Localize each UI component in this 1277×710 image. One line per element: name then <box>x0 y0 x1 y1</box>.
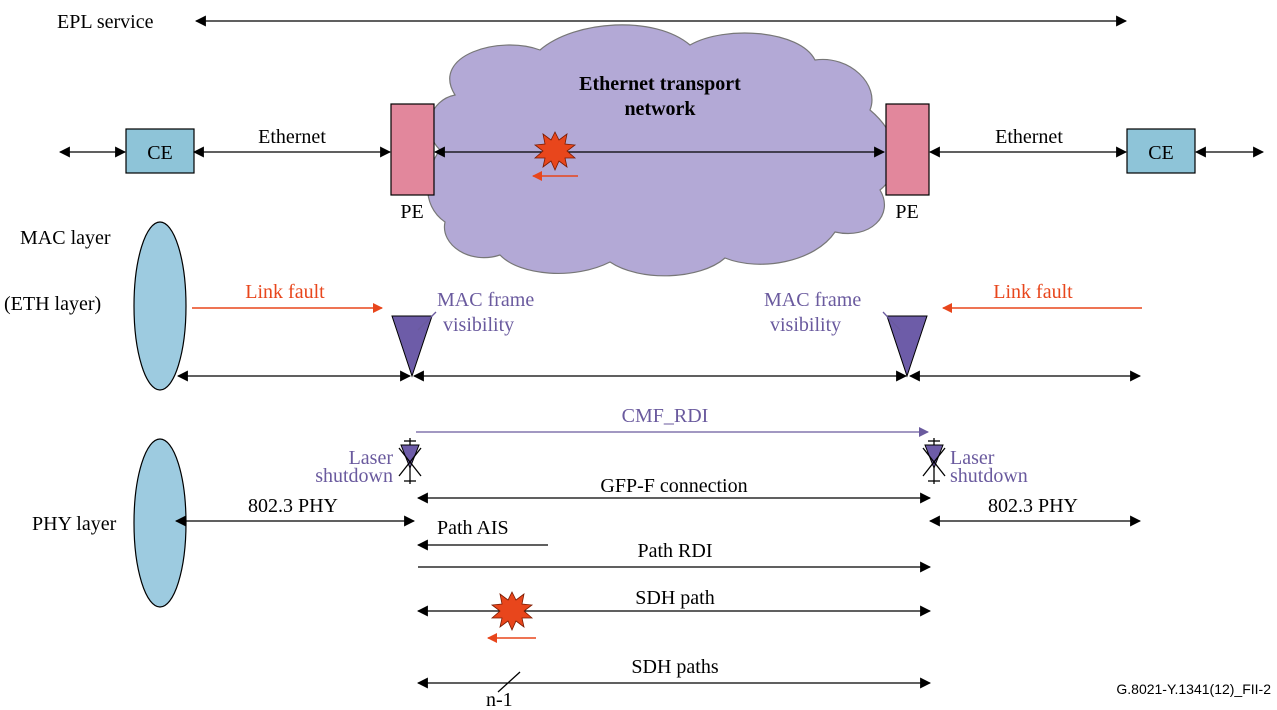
laser-left-line2: shutdown <box>315 465 393 487</box>
laser-right-line1: Laser <box>950 447 995 469</box>
sdh-fault-star-icon <box>490 591 534 631</box>
pe-right-label: PE <box>895 201 918 223</box>
mac-frame-right-line1: MAC frame <box>764 289 861 311</box>
phy-layer-oval <box>133 438 187 608</box>
ce-left-box <box>125 128 195 174</box>
sdh-paths-slash <box>497 671 521 693</box>
n-minus-1-label: n-1 <box>486 689 513 710</box>
mac-layer-oval <box>133 221 187 391</box>
gfp-connection-label: GFP-F connection <box>600 475 747 497</box>
ce-right-box <box>1126 128 1196 174</box>
link-fault-right-label: Link fault <box>993 281 1073 303</box>
ce-right-label: CE <box>1148 142 1174 164</box>
sdh-paths-label: SDH paths <box>631 656 718 678</box>
ethernet-right-label: Ethernet <box>995 126 1063 148</box>
fault-star-icon <box>533 131 577 171</box>
figure-id: G.8021-Y.1341(12)_FII-2 <box>1116 681 1271 697</box>
path-rdi-label: Path RDI <box>638 540 713 562</box>
epl-service-label: EPL service <box>57 11 154 33</box>
phy-right-label: 802.3 PHY <box>988 495 1078 517</box>
mac-frame-left-pointer <box>417 311 437 331</box>
phy-left-label: 802.3 PHY <box>248 495 338 517</box>
laser-shutdown-right-icon <box>922 438 946 484</box>
eth-layer-label: (ETH layer) <box>4 293 101 315</box>
mac-frame-left-line2: visibility <box>443 314 514 336</box>
cloud-label-line2: network <box>624 98 696 120</box>
laser-shutdown-left-icon <box>398 438 422 484</box>
pe-left-label: PE <box>400 201 423 223</box>
ethernet-left-label: Ethernet <box>258 126 326 148</box>
sdh-path-label: SDH path <box>635 587 714 609</box>
ce-left-label: CE <box>147 142 173 164</box>
path-ais-label: Path AIS <box>437 517 509 539</box>
ethernet-transport-cloud <box>426 24 897 277</box>
laser-right-line2: shutdown <box>950 465 1028 487</box>
mac-frame-right-line2: visibility <box>770 314 841 336</box>
laser-left-line1: Laser <box>349 447 394 469</box>
pe-left-box <box>390 103 435 196</box>
mac-visibility-right-triangle <box>886 315 928 378</box>
link-fault-left-label: Link fault <box>245 281 325 303</box>
cloud-label-line1: Ethernet transport <box>579 73 741 95</box>
phy-layer-label: PHY layer <box>32 513 117 535</box>
mac-layer-label: MAC layer <box>20 227 111 249</box>
mac-frame-right-pointer <box>882 311 901 331</box>
mac-visibility-left-triangle <box>391 315 433 378</box>
pe-right-box <box>885 103 930 196</box>
cmf-rdi-label: CMF_RDI <box>622 405 709 427</box>
mac-frame-left-line1: MAC frame <box>437 289 534 311</box>
